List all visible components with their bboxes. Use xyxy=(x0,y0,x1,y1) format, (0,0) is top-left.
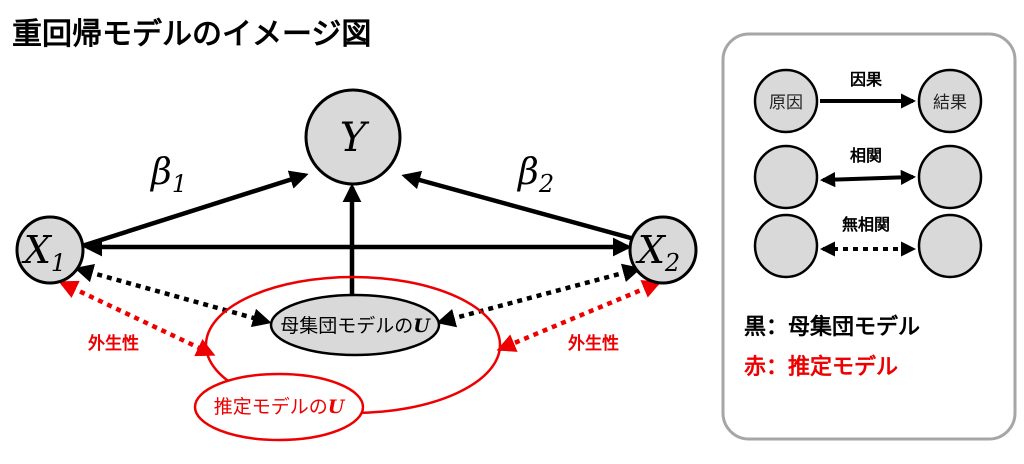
legend-cause-node xyxy=(753,68,819,134)
legend-no-correlation-label: 無相関 xyxy=(842,215,890,234)
estimated-model-u-ellipse xyxy=(193,372,365,442)
exogeneity-label-left: 外生性 xyxy=(88,333,139,354)
y-node xyxy=(304,88,402,186)
no-correlation-arrow-x1-u xyxy=(74,263,272,328)
legend-effect-node xyxy=(917,68,983,134)
legend-note-red: 赤：推定モデル xyxy=(744,354,898,380)
causal-arrow-x2-to-y xyxy=(401,170,639,243)
legend-correlation-node-right xyxy=(917,144,983,210)
exogeneity-arrow-left xyxy=(58,280,216,357)
no-correlation-arrow-x2-u xyxy=(436,263,642,328)
x2-node-label: X2 xyxy=(635,228,680,277)
legend-no-correlation-node-left xyxy=(753,213,819,279)
legend-correlation-arrow xyxy=(819,169,917,188)
population-model-u-node xyxy=(269,293,441,357)
population-model-u-label: 母集団モデルのU xyxy=(280,315,431,337)
legend-correlation-node-left xyxy=(753,144,819,210)
legend-box xyxy=(721,32,1017,441)
legend-cause-node-label: 原因 xyxy=(769,93,803,113)
beta2-label: β2 xyxy=(516,152,554,198)
causal-arrow-x1-to-y xyxy=(81,170,309,249)
x1-node-label: X1 xyxy=(21,228,66,277)
page-title: 重回帰モデルのイメージ図 xyxy=(12,17,371,52)
legend-note-black: 黒：母集団モデル xyxy=(744,314,920,340)
y-node-label: Y xyxy=(340,115,370,161)
legend-no-correlation-node-right xyxy=(917,213,983,279)
legend-effect-node-label: 結果 xyxy=(933,93,967,113)
legend-correlation-label: 相関 xyxy=(850,146,882,165)
estimated-model-u-label: 推定モデルのU xyxy=(214,396,346,418)
exogeneity-arrow-right xyxy=(496,280,662,352)
x1-node xyxy=(15,215,85,285)
legend-causality-label: 因果 xyxy=(850,70,882,89)
x2-node xyxy=(628,215,698,285)
beta1-label: β1 xyxy=(149,152,187,198)
exogeneity-label-right: 外生性 xyxy=(568,333,619,354)
